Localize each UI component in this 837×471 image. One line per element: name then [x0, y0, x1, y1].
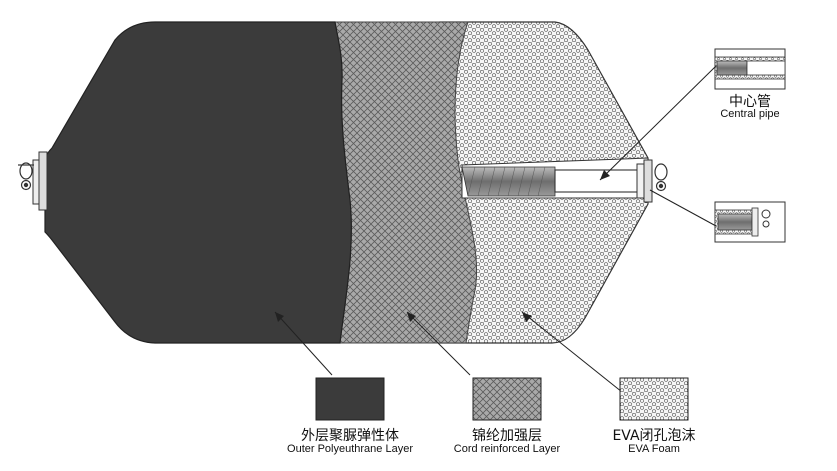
pipe-detail-inset: [714, 48, 786, 90]
left-end-plate: [38, 151, 48, 211]
outer-layer-label-en: Outer Polyeuthrane Layer: [287, 443, 413, 455]
legend-swatch-outer: [315, 377, 385, 421]
outer-layer-label-zh: 外层聚脲弹性体: [301, 428, 399, 444]
outer-layer-region: [44, 21, 352, 344]
cord-layer-label-en: Cord reinforced Layer: [453, 443, 561, 455]
arrowheads: [275, 170, 610, 322]
eva-foam-label-zh: EVA闭孔泡沫: [612, 428, 696, 444]
cord-layer-region: [334, 21, 478, 344]
leader-lines: [274, 65, 717, 393]
right-end-plate: [643, 159, 653, 203]
central-pipe-label-zh: 中心管: [729, 94, 771, 110]
legend-swatch-cord: [472, 377, 542, 421]
legend-swatch-eva: [619, 377, 689, 421]
central-pipe: [554, 169, 641, 193]
eva-foam-label-en: EVA Foam: [628, 443, 680, 455]
cord-layer-label-zh: 锦纶加强层: [472, 428, 542, 444]
left-shackle-icon: [18, 162, 34, 191]
central-pipe-label-en: Central pipe: [720, 108, 780, 120]
end-fitting-detail-inset: [714, 201, 786, 243]
right-shackle-icon: [654, 163, 668, 192]
